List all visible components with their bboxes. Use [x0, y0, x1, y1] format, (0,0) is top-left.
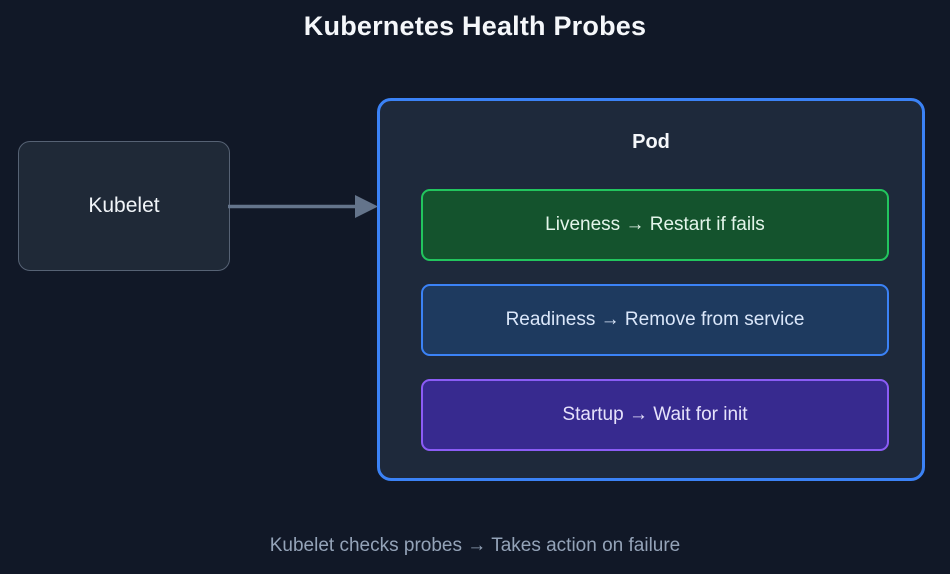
arrow-head-icon: [355, 195, 378, 218]
diagram-caption: Kubelet checks probes → Takes action on …: [269, 535, 681, 556]
page-title: Kubernetes Health Probes: [303, 11, 647, 41]
probe-label-liveness: Liveness → Restart if fails: [545, 214, 765, 235]
pod-title: Pod: [632, 131, 670, 153]
pod-container: Pod Liveness → Restart if fails Readines…: [377, 98, 925, 481]
probe-label-readiness: Readiness → Remove from service: [505, 309, 805, 330]
kubelet-to-pod-arrow: [228, 195, 378, 218]
probe-label-startup: Startup → Wait for init: [562, 404, 748, 425]
kubelet-node: Kubelet: [18, 141, 230, 271]
probe-box-startup: Startup → Wait for init: [421, 379, 889, 451]
probe-box-liveness: Liveness → Restart if fails: [421, 189, 889, 261]
probe-box-readiness: Readiness → Remove from service: [421, 284, 889, 356]
kubelet-node-label: Kubelet: [88, 194, 160, 217]
